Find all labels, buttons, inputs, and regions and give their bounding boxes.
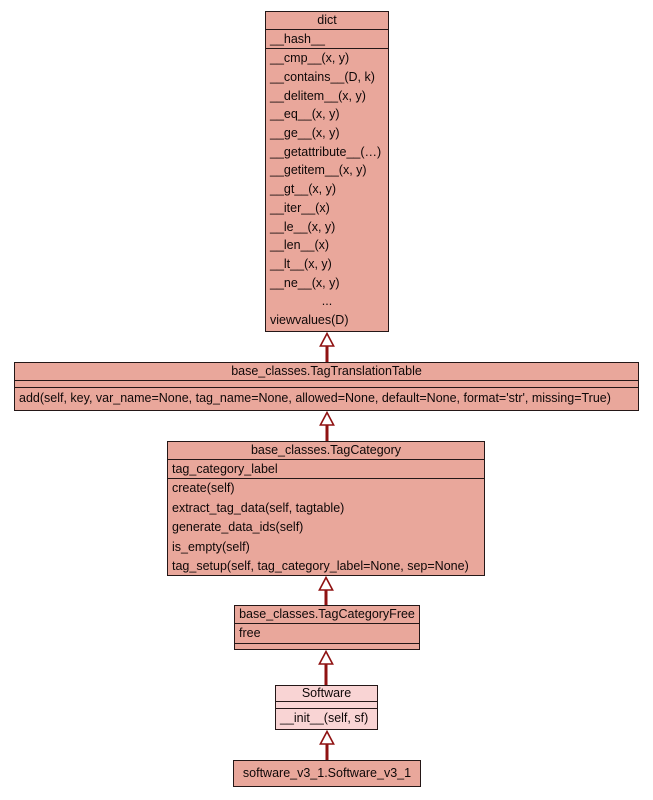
class-title-software[interactable]: Software [276, 686, 377, 702]
empty-attributes-section [15, 381, 638, 388]
method-row: __getattribute__(…) [270, 144, 382, 159]
class-box-dict: dict __hash__ __cmp__(x, y) __contains__… [265, 11, 389, 332]
attribute-row: tag_category_label [172, 461, 278, 476]
method-row: __iter__(x) [270, 200, 330, 215]
attribute-row: free [239, 626, 261, 640]
method-row: __ne__(x, y) [270, 275, 340, 290]
class-title-tagcategoryfree[interactable]: base_classes.TagCategoryFree [235, 606, 419, 624]
class-box-tagcategory: base_classes.TagCategory tag_category_la… [167, 441, 485, 576]
method-row: __contains__(D, k) [270, 69, 375, 84]
class-box-tagtranslationtable: base_classes.TagTranslationTable add(sel… [14, 362, 639, 411]
inheritance-arrow-tagcategoryfree-to-tagcategory [318, 576, 334, 605]
inheritance-arrow-softwarev31-to-software [319, 730, 335, 760]
method-row: __getitem__(x, y) [270, 163, 367, 178]
method-row: tag_setup(self, tag_category_label=None,… [172, 559, 469, 573]
inheritance-arrow-tagcategory-to-tagtranslationtable [319, 411, 335, 441]
empty-methods-section [235, 644, 419, 648]
class-title-tagtranslationtable[interactable]: base_classes.TagTranslationTable [15, 363, 638, 381]
method-row: create(self) [172, 481, 235, 496]
method-row: __lt__(x, y) [270, 257, 332, 272]
method-row: is_empty(self) [172, 539, 250, 554]
class-title-software-v3-1[interactable]: software_v3_1.Software_v3_1 [242, 766, 412, 781]
class-box-tagcategoryfree: base_classes.TagCategoryFree free [234, 605, 420, 650]
method-row: viewvalues(D) [270, 313, 349, 328]
inheritance-arrow-software-to-tagcategoryfree [318, 650, 334, 685]
class-title-dict[interactable]: dict [266, 12, 388, 30]
method-row: __ge__(x, y) [270, 125, 340, 140]
method-row: extract_tag_data(self, tagtable) [172, 500, 345, 515]
method-row: add(self, key, var_name=None, tag_name=N… [19, 391, 611, 406]
method-row: __cmp__(x, y) [270, 51, 350, 66]
class-box-software: Software __init__(self, sf) [275, 685, 378, 730]
attribute-row: __hash__ [270, 31, 325, 46]
method-row: __init__(self, sf) [280, 711, 369, 726]
method-row: __eq__(x, y) [270, 107, 340, 122]
method-row: __delitem__(x, y) [270, 88, 366, 103]
method-row: __le__(x, y) [270, 219, 336, 234]
empty-attributes-section [276, 702, 377, 709]
method-row: __len__(x) [270, 238, 330, 253]
class-title-tagcategory[interactable]: base_classes.TagCategory [168, 442, 484, 460]
method-row: generate_data_ids(self) [172, 520, 304, 535]
inheritance-arrow-tagtranslationtable-to-dict [319, 332, 335, 362]
truncation-ellipsis: ... [321, 294, 333, 309]
class-box-software-v3-1: software_v3_1.Software_v3_1 [233, 760, 421, 787]
method-row: __gt__(x, y) [270, 182, 337, 197]
